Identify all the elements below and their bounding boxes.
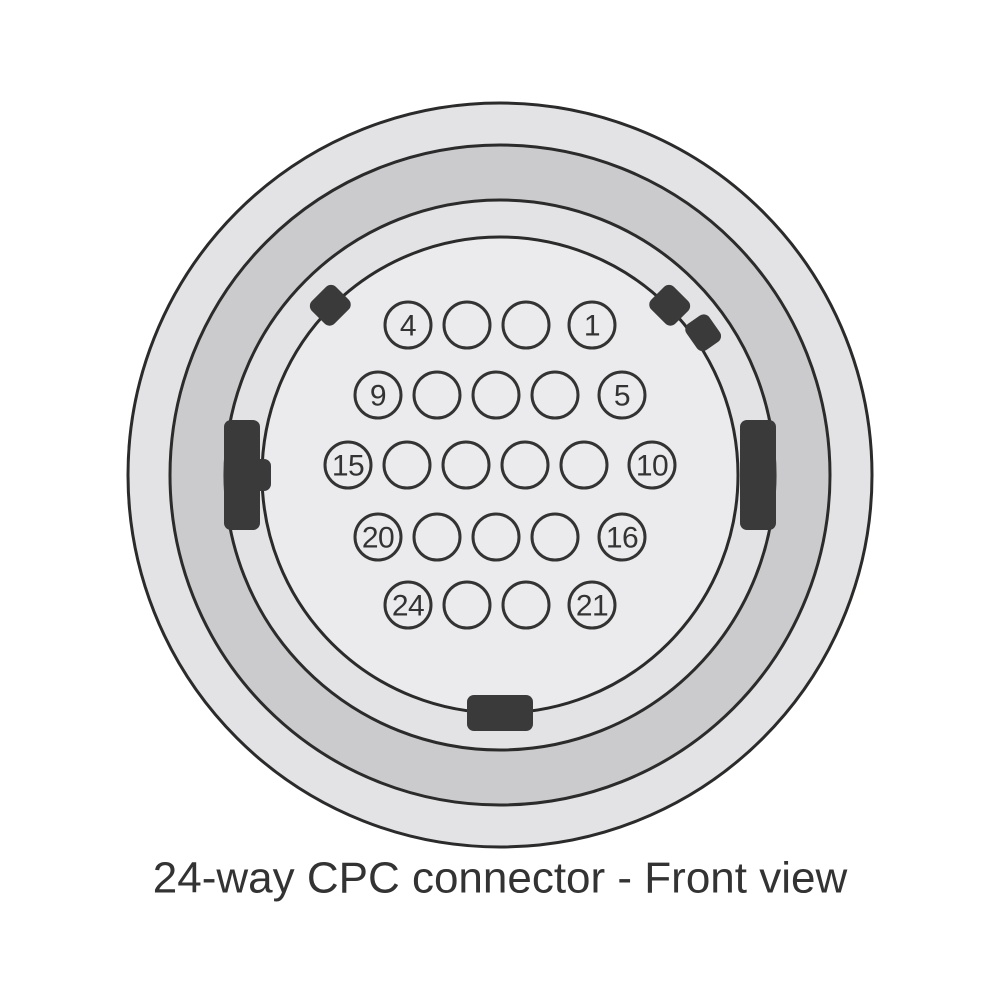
pin-9[interactable] [353, 370, 403, 420]
pin-8[interactable] [412, 370, 462, 420]
pin-5[interactable] [597, 370, 647, 420]
key-left-inner [245, 459, 271, 491]
pin-label-4: 4 [400, 310, 416, 343]
pin-18[interactable] [471, 512, 521, 562]
pin-label-16: 16 [606, 522, 638, 555]
pin-14[interactable] [382, 440, 432, 490]
keyway-right [740, 420, 776, 530]
pin-12[interactable] [500, 440, 550, 490]
pin-24[interactable] [383, 580, 433, 630]
pin-23[interactable] [442, 580, 492, 630]
pin-label-15: 15 [332, 450, 364, 483]
pin-label-1: 1 [584, 310, 600, 343]
pin-19[interactable] [412, 512, 462, 562]
pin-label-5: 5 [614, 380, 630, 413]
pin-7[interactable] [471, 370, 521, 420]
pin-10[interactable] [627, 440, 677, 490]
pin-11[interactable] [559, 440, 609, 490]
pin-label-24: 24 [392, 590, 424, 623]
connector-shell [126, 101, 874, 849]
pin-4[interactable] [383, 300, 433, 350]
pin-1[interactable] [567, 300, 617, 350]
keyway-left [224, 420, 260, 530]
key-bottom-right [649, 284, 691, 326]
pin-21[interactable] [567, 580, 617, 630]
pin-2[interactable] [501, 300, 551, 350]
key-bottom-left [309, 284, 351, 326]
pin-6[interactable] [530, 370, 580, 420]
diagram-caption: 24-way CPC connector - Front view [153, 854, 848, 903]
pin-label-9: 9 [370, 380, 386, 413]
pin-20[interactable] [353, 512, 403, 562]
pin-label-20: 20 [362, 522, 394, 555]
pin-label-10: 10 [636, 450, 668, 483]
pin-3[interactable] [442, 300, 492, 350]
pin-22[interactable] [501, 580, 551, 630]
pin-13[interactable] [441, 440, 491, 490]
pin-row-5: 24 21 [383, 580, 617, 630]
keyway-top [467, 695, 533, 731]
pin-16[interactable] [597, 512, 647, 562]
pin-15[interactable] [323, 440, 373, 490]
key-right-lower [685, 314, 722, 352]
connector-keyways [224, 284, 776, 731]
pin-label-21: 21 [576, 590, 608, 623]
pin-17[interactable] [530, 512, 580, 562]
